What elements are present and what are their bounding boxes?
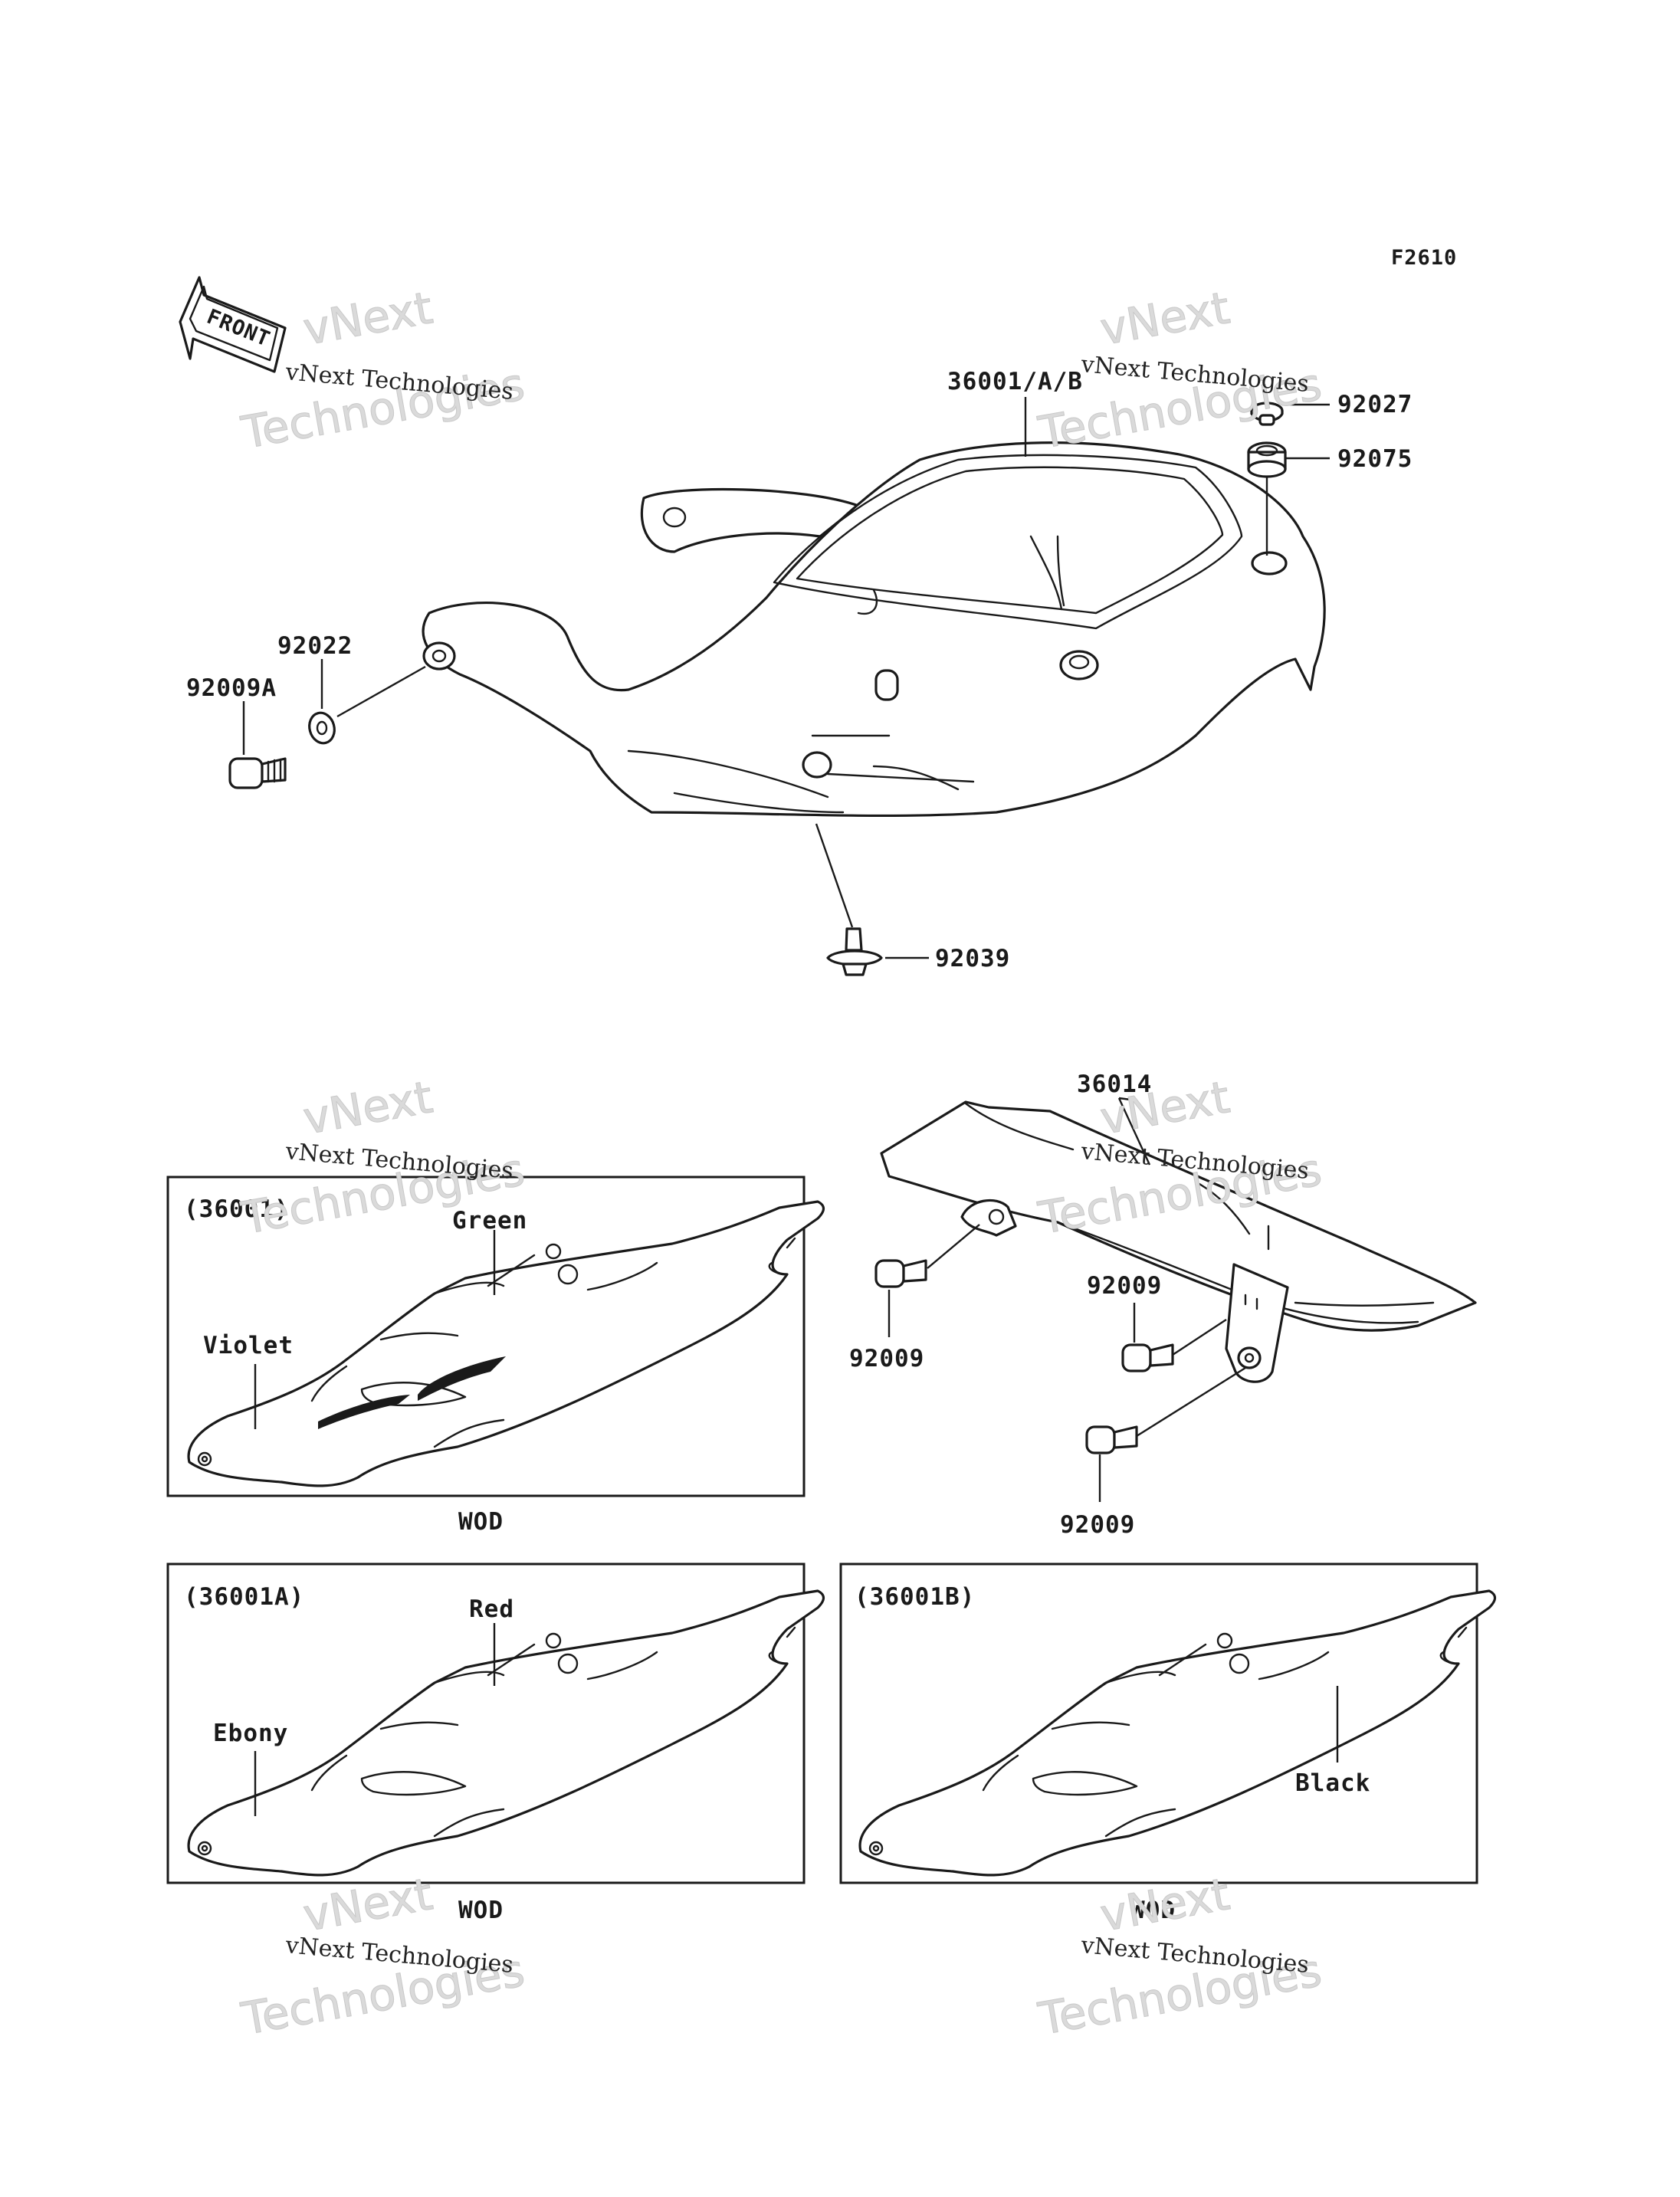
watermark-1: vNext Technologies vNext Technologies [237, 281, 529, 460]
bolt-92009-a [874, 1259, 927, 1288]
panel-3-color: Black [1295, 1769, 1370, 1797]
watermark-5: vNext Technologies vNext Technologies [237, 1867, 529, 2046]
panel-36001: (36001) Green Violet WOD [166, 1176, 825, 1536]
bolt-92009-b [1121, 1343, 1174, 1372]
label-chain-cover: 36014 [1077, 1071, 1152, 1098]
svg-text:vNext: vNext [300, 1071, 437, 1144]
chain-cover-36014 [880, 1100, 1477, 1383]
svg-text:vNext: vNext [300, 1867, 437, 1941]
label-washer: 92022 [277, 632, 353, 660]
panel-2-note: WOD [458, 1897, 504, 1924]
label-clip: 92039 [935, 945, 1010, 972]
panel-2-lower-color: Ebony [213, 1720, 288, 1747]
figure-id: F2610 [1391, 246, 1457, 270]
bolt-92009-c [1085, 1425, 1138, 1454]
panel-1-code: (36001) [184, 1195, 290, 1223]
panel-3-code: (36001B) [855, 1583, 975, 1611]
label-bolt-left: 92009A [186, 674, 277, 702]
panel-1-note: WOD [458, 1508, 504, 1536]
seat-cover-assembly [422, 441, 1326, 818]
label-cover: 36001/A/B [947, 368, 1083, 395]
label-bolt-c: 92009 [1060, 1511, 1135, 1539]
spacer-92075 [1247, 441, 1287, 478]
panel-36001b: (36001B) Black WOD [839, 1562, 1497, 1924]
panel-1-lower-color: Violet [203, 1332, 294, 1359]
watermark-6: vNext Technologies vNext Technologies [1034, 1867, 1326, 2046]
svg-text:vNext: vNext [1097, 1867, 1234, 1941]
cap-92027 [1250, 402, 1284, 426]
svg-text:vNext: vNext [1097, 281, 1234, 355]
panel-1-upper-color: Green [452, 1207, 527, 1235]
panel-36001a: (36001A) Red Ebony WOD [166, 1562, 825, 1924]
clip-92039 [826, 927, 883, 976]
front-arrow-icon: FRONT [179, 276, 287, 373]
washer-92022 [308, 711, 336, 745]
panel-2-upper-color: Red [469, 1595, 514, 1623]
panel-2-code: (36001A) [184, 1583, 304, 1611]
label-spacer: 92075 [1337, 445, 1413, 473]
label-cap: 92027 [1337, 391, 1413, 418]
bolt-92009a [228, 757, 287, 789]
label-bolt-a: 92009 [849, 1345, 924, 1372]
svg-text:vNext: vNext [300, 281, 437, 355]
panel-3-note: WOD [1130, 1897, 1176, 1924]
label-bolt-b: 92009 [1087, 1272, 1162, 1300]
